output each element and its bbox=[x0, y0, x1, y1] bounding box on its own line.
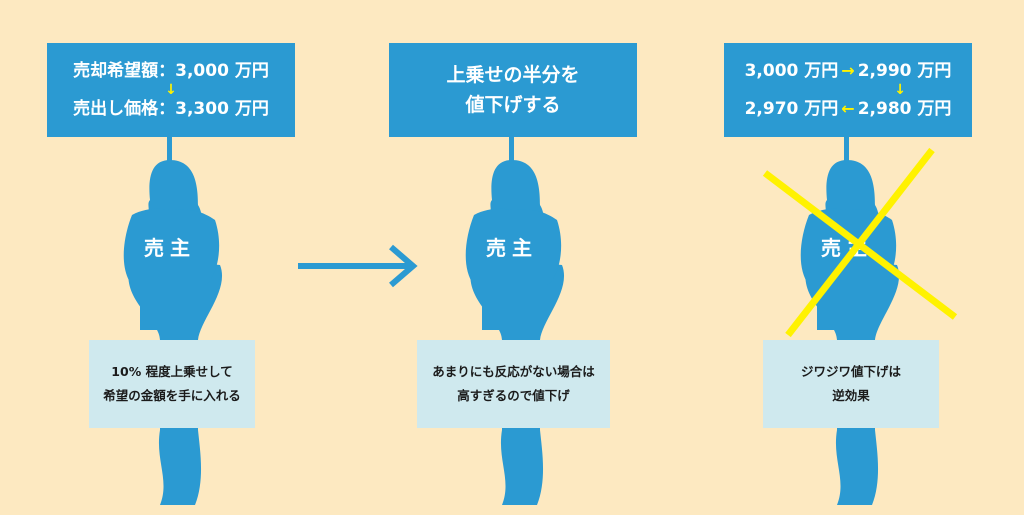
arrow-right-icon bbox=[298, 244, 418, 288]
price-2990: 2,990 万円 bbox=[857, 61, 952, 81]
arrow-down-icon: ↓ bbox=[165, 82, 177, 98]
note-line-2: 逆効果 bbox=[832, 388, 870, 403]
price-3000: 3,000 万円 bbox=[744, 61, 839, 81]
note-line-1: 10% 程度上乗せして bbox=[111, 364, 233, 379]
note-box: あまりにも反応がない場合は 高すぎるので値下げ bbox=[417, 340, 610, 428]
price-sign: 売却希望額：3,000 万円 ↓ 売出し価格：3,300 万円 bbox=[47, 43, 295, 137]
seller-silhouette bbox=[465, 125, 565, 505]
price-2980: 2,980 万円 bbox=[857, 99, 952, 119]
price-row-1: 3,000 万円 → 2,990 万円 bbox=[745, 60, 952, 82]
note-box: ジワジワ値下げは 逆効果 bbox=[763, 340, 939, 428]
note-line-2: 高すぎるので値下げ bbox=[457, 388, 570, 403]
price-2970: 2,970 万円 bbox=[744, 99, 839, 119]
shirt-label: 売主 bbox=[144, 236, 196, 260]
desired-price-label: 売却希望額：3,000 万円 bbox=[73, 61, 269, 81]
listing-price-label: 売出し価格：3,300 万円 bbox=[73, 99, 269, 119]
arrow-down-icon: ↓ bbox=[894, 82, 906, 98]
panel-pricing-strategy: 売却希望額：3,000 万円 ↓ 売出し価格：3,300 万円 売主 10% 程… bbox=[20, 0, 320, 515]
note-line-1: あまりにも反応がない場合は bbox=[432, 364, 595, 379]
sign-line-2: 値下げする bbox=[465, 94, 561, 116]
note-line-2: 希望の金額を手に入れる bbox=[103, 388, 241, 403]
sign-line-1: 上乗せの半分を bbox=[446, 64, 580, 86]
arrow-right-icon: → bbox=[841, 61, 855, 80]
seller-silhouette bbox=[123, 125, 223, 505]
panel-price-cut: 上乗せの半分を 値下げする 売主 あまりにも反応がない場合は 高すぎるので値下げ bbox=[362, 0, 662, 515]
cross-mark-icon bbox=[762, 147, 958, 338]
arrow-left-icon: ← bbox=[841, 99, 855, 118]
seller-silhouette bbox=[800, 125, 900, 505]
strategy-sign: 上乗せの半分を 値下げする bbox=[389, 43, 637, 137]
price-cuts-sign: 3,000 万円 → 2,990 万円 ↓ 2,970 万円 ← 2,980 万… bbox=[724, 43, 972, 137]
note-line-1: ジワジワ値下げは bbox=[800, 364, 901, 379]
shirt-label: 売主 bbox=[486, 236, 538, 260]
note-box: 10% 程度上乗せして 希望の金額を手に入れる bbox=[89, 340, 255, 428]
price-row-2: 2,970 万円 ← 2,980 万円 bbox=[745, 98, 952, 120]
panel-gradual-cuts: 3,000 万円 → 2,990 万円 ↓ 2,970 万円 ← 2,980 万… bbox=[697, 0, 997, 515]
